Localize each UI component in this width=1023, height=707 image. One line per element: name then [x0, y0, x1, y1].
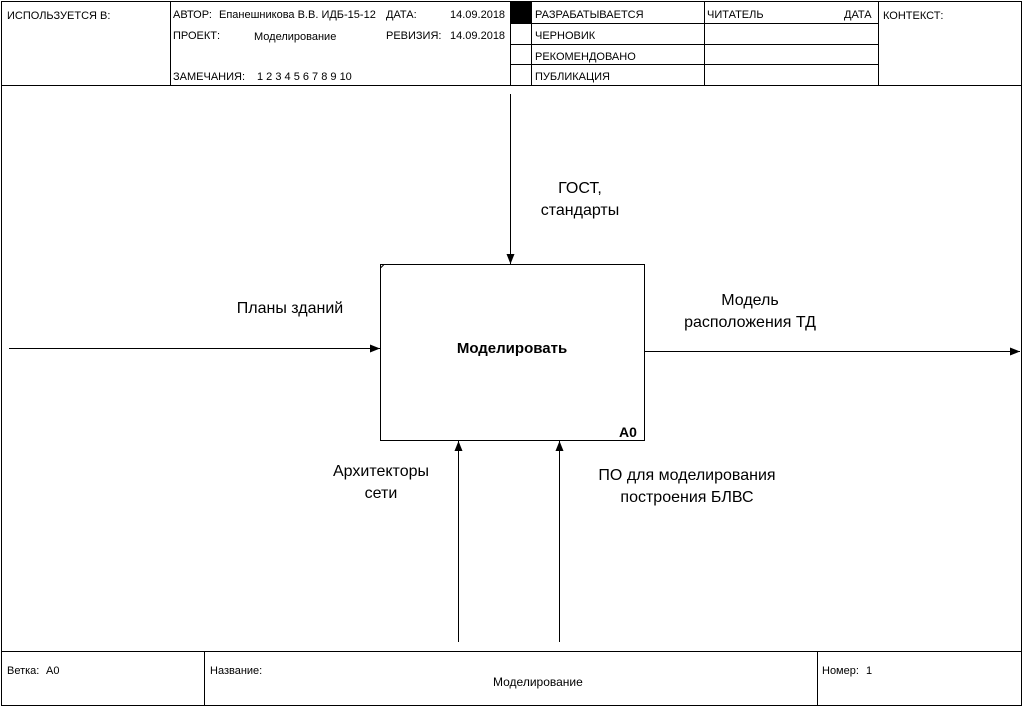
date-value: 14.09.2018	[450, 9, 506, 21]
revision-label: РЕВИЗИЯ:	[386, 30, 442, 42]
author-value: Епанешникова В.В. ИДБ-15-12	[219, 9, 376, 21]
function-name: Моделировать	[456, 340, 568, 357]
node-label: Ветка:	[7, 665, 40, 677]
title-value: Моделирование	[493, 675, 583, 689]
number-value: 1	[866, 665, 873, 677]
author-label: АВТОР:	[173, 9, 212, 21]
project-label: ПРОЕКТ:	[173, 30, 221, 42]
input-label: Планы зданий	[236, 300, 344, 317]
output-label: Модель расположения ТД	[684, 292, 816, 331]
mechanism-label-1: Архитекторы сети	[333, 463, 429, 502]
node-value: A0	[46, 665, 60, 677]
notes-label: ЗАМЕЧАНИЯ:	[173, 71, 245, 83]
status-recommended: РЕКОМЕНДОВАНО	[535, 51, 636, 63]
used-in-label: ИСПОЛЬЗУЕТСЯ В:	[7, 10, 111, 22]
project-value: Моделирование	[254, 31, 337, 43]
mechanism-label-2: ПО для моделирования построения БЛВС	[598, 467, 776, 506]
function-id: A0	[619, 424, 637, 440]
status-publication: ПУБЛИКАЦИЯ	[535, 71, 610, 83]
title-label: Название:	[210, 665, 263, 677]
status-draft: ЧЕРНОВИК	[535, 30, 596, 42]
notes-values: 1 2 3 4 5 6 7 8 9 10	[257, 71, 352, 83]
reader-label: ЧИТАТЕЛЬ	[707, 9, 764, 21]
status-marker	[511, 2, 531, 23]
date-label: ДАТА:	[386, 9, 417, 21]
control-label: ГОСТ, стандарты	[540, 180, 620, 219]
function-box-a0	[380, 264, 645, 441]
number-label: Номер:	[822, 665, 859, 677]
context-label: КОНТЕКСТ:	[883, 10, 944, 22]
reader-date-label: ДАТА	[844, 9, 872, 21]
revision-value: 14.09.2018	[450, 30, 506, 42]
status-in-development: РАЗРАБАТЫВАЕТСЯ	[535, 9, 644, 21]
